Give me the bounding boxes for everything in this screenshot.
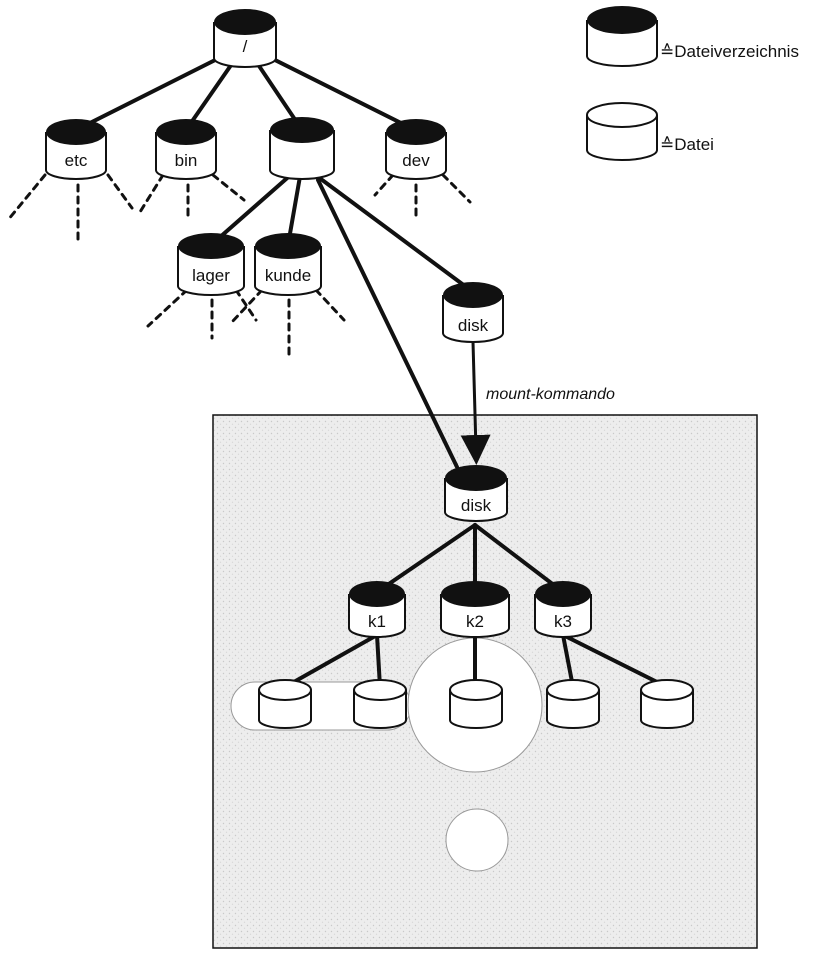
- dashed-continuations: [6, 173, 472, 357]
- directory-disk-mountpoint: disk: [442, 282, 504, 343]
- legend-directory-label: ≙Dateiverzeichnis: [660, 42, 799, 61]
- node-label-lager: lager: [192, 266, 230, 285]
- file-3: [449, 679, 503, 729]
- legend: ≙Dateiverzeichnis ≙Datei: [586, 6, 799, 161]
- file-5: [640, 679, 694, 729]
- directory-root: /: [213, 9, 277, 68]
- legend-file-icon: [586, 102, 658, 161]
- directory-disk-mounted: disk: [444, 465, 508, 522]
- node-label-bin: bin: [175, 151, 198, 170]
- file-1: [258, 679, 312, 729]
- index-hole: [445, 808, 509, 872]
- node-label-dev: dev: [402, 151, 430, 170]
- node-label-etc: etc: [65, 151, 88, 170]
- directory-lager: lager: [177, 233, 245, 296]
- mount-command-label: mount-kommando: [486, 386, 615, 403]
- file-4: [546, 679, 600, 729]
- node-label-k3: k3: [554, 612, 572, 631]
- node-label-disk-mountpoint: disk: [458, 316, 489, 335]
- directory-kunde: kunde: [254, 233, 322, 296]
- node-label-root: /: [243, 37, 248, 56]
- directory-bin: bin: [155, 119, 217, 180]
- node-label-k2: k2: [466, 612, 484, 631]
- directory-dev: dev: [385, 119, 447, 180]
- node-label-k1: k1: [368, 612, 386, 631]
- legend-directory-icon: [586, 6, 658, 67]
- file-2: [353, 679, 407, 729]
- directory-k1: k1: [348, 581, 406, 638]
- node-label-kunde: kunde: [265, 266, 311, 285]
- directory-usr: [269, 117, 335, 180]
- node-label-disk-mounted: disk: [461, 496, 492, 515]
- directory-k3: k3: [534, 581, 592, 638]
- legend-file-label: ≙Datei: [660, 135, 714, 154]
- directory-k2: k2: [440, 581, 510, 638]
- directory-etc: etc: [45, 119, 107, 180]
